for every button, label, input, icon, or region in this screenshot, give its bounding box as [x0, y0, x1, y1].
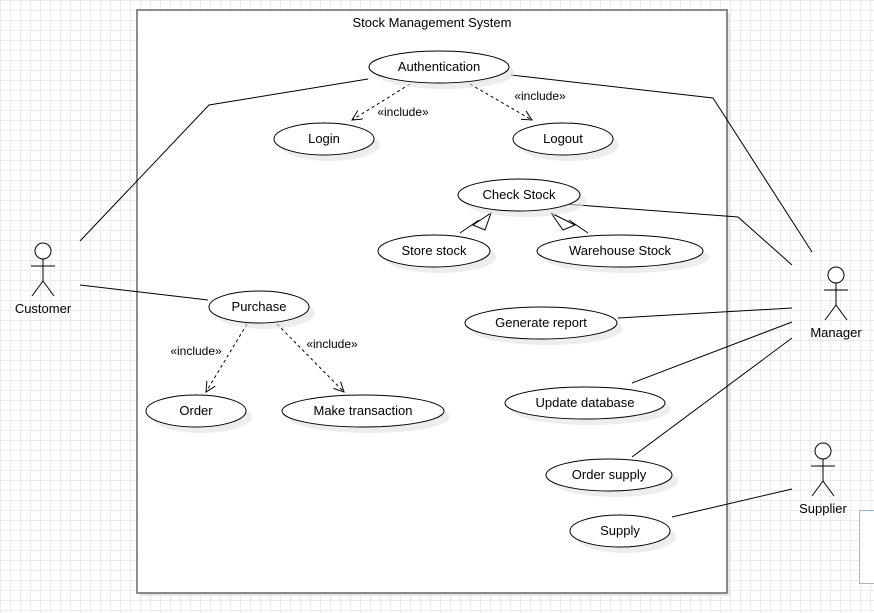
actor-manager-label: Manager [810, 325, 862, 340]
use-case-purchase-label: Purchase [232, 299, 287, 314]
use-case-order-supply[interactable]: Order supply [545, 458, 675, 494]
association-customer-purchase[interactable] [79, 284, 209, 301]
use-case-update-database[interactable]: Update database [504, 386, 668, 422]
association-generatereport-manager[interactable] [617, 307, 793, 319]
actor-customer-label: Customer [15, 301, 72, 316]
actors: Customer Manager Supplier [15, 242, 862, 516]
use-case-login[interactable]: Login [273, 122, 377, 158]
include-label-auth-login: «include» [377, 105, 429, 119]
use-case-generate-report-label: Generate report [495, 315, 587, 330]
include-auth-login[interactable] [352, 83, 411, 120]
use-case-purchase[interactable]: Purchase [208, 290, 312, 326]
use-case-update-database-label: Update database [535, 395, 634, 410]
association-customer-authentication[interactable] [79, 78, 369, 242]
use-case-authentication-label: Authentication [398, 59, 480, 74]
include-labels: «include» «include» «include» «include» [170, 89, 566, 358]
include-label-purchase-transaction: «include» [306, 337, 358, 351]
use-case-supply[interactable]: Supply [569, 514, 673, 550]
actor-manager[interactable]: Manager [810, 266, 862, 340]
use-case-store-stock-label: Store stock [401, 243, 467, 258]
association-lines [79, 74, 813, 518]
system-boundary[interactable]: Stock Management System [136, 9, 730, 596]
use-case-generate-report[interactable]: Generate report [464, 306, 620, 342]
actor-customer[interactable]: Customer [15, 242, 72, 316]
use-case-store-stock[interactable]: Store stock [377, 234, 493, 270]
use-case-order-supply-label: Order supply [572, 467, 647, 482]
use-case-warehouse-stock-label: Warehouse Stock [569, 243, 672, 258]
use-case-login-label: Login [308, 131, 340, 146]
use-case-authentication[interactable]: Authentication [368, 50, 512, 86]
use-case-check-stock-label: Check Stock [483, 187, 556, 202]
use-case-logout-label: Logout [543, 131, 583, 146]
use-case-check-stock[interactable]: Check Stock [457, 178, 583, 214]
include-purchase-transaction[interactable] [276, 323, 344, 392]
supplier-stick-figure-icon [811, 442, 835, 497]
use-cases: Authentication Login Logout Check Stock … [145, 50, 706, 550]
association-ordersupply-manager[interactable] [631, 337, 793, 458]
association-updatedatabase-manager[interactable] [631, 321, 793, 384]
use-case-make-transaction-label: Make transaction [314, 403, 413, 418]
actor-supplier-label: Supplier [799, 501, 847, 516]
actor-supplier[interactable]: Supplier [799, 442, 848, 516]
association-authentication-manager[interactable] [510, 74, 813, 253]
include-label-purchase-order: «include» [170, 344, 222, 358]
include-dependencies [206, 83, 532, 392]
association-supply-supplier[interactable] [671, 488, 793, 518]
generalizations [459, 211, 589, 234]
manager-stick-figure-icon [824, 266, 848, 321]
customer-stick-figure-icon [31, 242, 55, 297]
use-case-order-label: Order [179, 403, 213, 418]
use-case-make-transaction[interactable]: Make transaction [281, 394, 447, 430]
include-label-auth-logout: «include» [514, 89, 566, 103]
use-case-supply-label: Supply [600, 523, 640, 538]
generalization-warehouse-stock[interactable] [550, 212, 589, 234]
generalization-store-stock[interactable] [459, 211, 492, 234]
association-checkstock-manager[interactable] [550, 202, 793, 266]
use-case-logout[interactable]: Logout [512, 122, 616, 158]
use-case-order[interactable]: Order [145, 394, 249, 430]
use-case-warehouse-stock[interactable]: Warehouse Stock [536, 234, 706, 270]
include-purchase-order[interactable] [206, 323, 248, 392]
partial-side-panel [859, 510, 874, 584]
system-title: Stock Management System [353, 15, 512, 30]
